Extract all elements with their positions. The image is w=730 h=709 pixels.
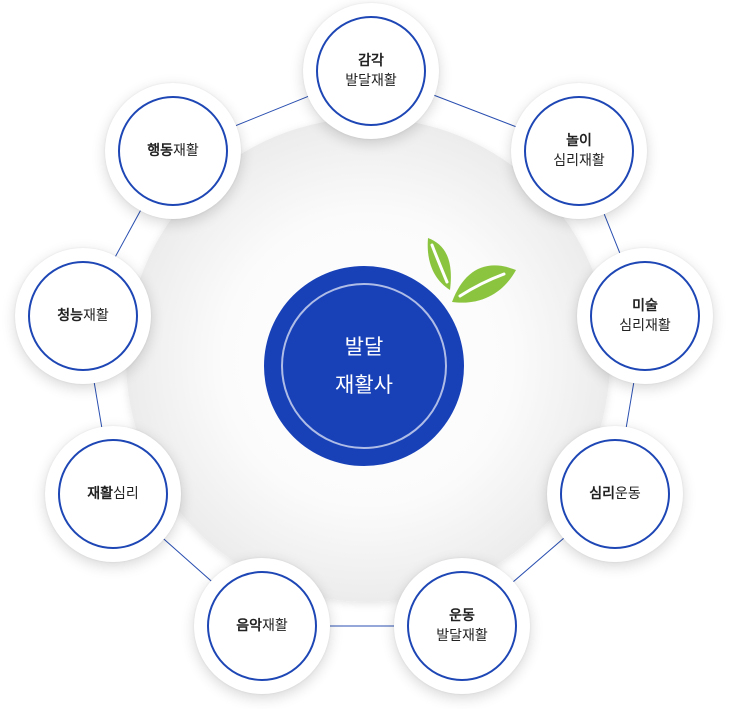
connector-ring	[82, 70, 646, 627]
node-label-bold: 청능	[57, 308, 83, 324]
node-music-rehab: 음악재활	[194, 558, 330, 694]
node-inner-circle: 행동재활	[118, 96, 228, 206]
node-label-bold: 심리	[589, 486, 615, 502]
node-label-regular: 운동	[615, 486, 641, 502]
node-label-bold: 음악	[236, 618, 262, 634]
node-inner-circle: 재활심리	[58, 439, 168, 549]
node-label-bold: 미술	[632, 298, 658, 314]
node-label-regular: 발달재활	[436, 628, 488, 644]
node-inner-circle: 음악재활	[207, 571, 317, 681]
node-label-bold: 운동	[449, 608, 475, 624]
node-psychomotor: 심리운동	[547, 426, 683, 562]
node-rehab-psychology: 재활심리	[45, 426, 181, 562]
node-label-regular: 심리재활	[553, 153, 605, 169]
center-title-line1: 발달	[344, 335, 384, 359]
node-label-bold: 재활	[87, 486, 113, 502]
center-title-line2: 재활사	[335, 373, 393, 397]
node-label-bold: 감각	[358, 53, 384, 69]
node-label-regular: 발달재활	[345, 73, 397, 89]
node-label-regular: 심리재활	[619, 318, 671, 334]
node-label-regular: 재활	[262, 618, 288, 634]
node-label-regular: 심리	[113, 486, 139, 502]
center-inner-ring: 발달 재활사	[281, 283, 447, 449]
node-inner-circle: 심리운동	[560, 439, 670, 549]
node-behavior-rehab: 행동재활	[105, 83, 241, 219]
node-hearing-rehab: 청능재활	[15, 248, 151, 384]
node-label-regular: 재활	[83, 308, 109, 324]
node-label-bold: 행동	[147, 143, 173, 159]
leaf-icon	[427, 238, 516, 303]
node-inner-circle: 청능재활	[28, 261, 138, 371]
node-label-bold: 놀이	[566, 133, 592, 149]
center-circle: 발달 재활사	[264, 266, 464, 466]
node-label-regular: 재활	[173, 143, 199, 159]
